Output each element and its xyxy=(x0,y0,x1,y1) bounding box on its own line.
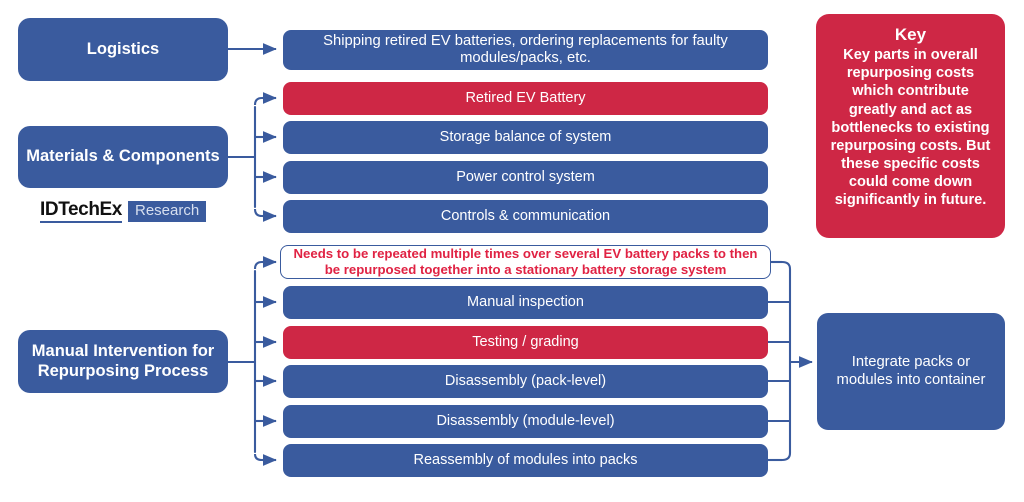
key-body-text: Key parts in overall repurposing costs w… xyxy=(830,47,991,208)
materials-item-power-control[interactable]: Power control system xyxy=(283,161,768,194)
manual-item-disassembly-pack-level-label: Disassembly (pack-level) xyxy=(444,372,607,389)
category-logistics[interactable]: Logistics xyxy=(18,18,228,81)
materials-item-retired-ev-battery[interactable]: Retired EV Battery xyxy=(283,82,768,115)
manual-item-manual-inspection[interactable]: Manual inspection xyxy=(283,286,768,319)
key-legend-box: Key Key parts in overall repurposing cos… xyxy=(816,14,1005,238)
materials-item-storage-balance-label: Storage balance of system xyxy=(439,128,612,145)
logistics-item-shipping-label: Shipping retired EV batteries, ordering … xyxy=(323,32,728,66)
category-manual-intervention[interactable]: Manual Intervention for Repurposing Proc… xyxy=(18,330,228,393)
materials-item-retired-ev-battery-label: Retired EV Battery xyxy=(465,89,586,106)
output-integrate-packs-label: Integrate packs or modules into containe… xyxy=(836,354,986,388)
materials-item-storage-balance[interactable]: Storage balance of system xyxy=(283,121,768,154)
category-logistics-label: Logistics xyxy=(86,39,160,58)
key-title: Key xyxy=(894,25,927,44)
idtechex-logo-research-tag: Research xyxy=(127,201,207,222)
manual-item-disassembly-module-level[interactable]: Disassembly (module-level) xyxy=(283,405,768,438)
manual-note-repeat-multiple-times[interactable]: Needs to be repeated multiple times over… xyxy=(280,245,771,279)
manual-item-testing-grading-label: Testing / grading xyxy=(472,333,579,350)
manual-item-reassembly-label: Reassembly of modules into packs xyxy=(413,451,638,468)
category-materials-label: Materials & Components xyxy=(26,147,220,166)
manual-item-disassembly-module-level-label: Disassembly (module-level) xyxy=(436,412,615,429)
manual-item-reassembly-modules-into-packs[interactable]: Reassembly of modules into packs xyxy=(283,444,768,477)
output-integrate-packs[interactable]: Integrate packs or modules into containe… xyxy=(817,313,1005,430)
materials-item-controls-communication[interactable]: Controls & communication xyxy=(283,200,768,233)
idtechex-logo[interactable]: IDTechEx Research xyxy=(40,200,207,223)
category-manual-intervention-label: Manual Intervention for Repurposing Proc… xyxy=(31,342,215,380)
logistics-item-shipping[interactable]: Shipping retired EV batteries, ordering … xyxy=(283,30,768,70)
manual-item-disassembly-pack-level[interactable]: Disassembly (pack-level) xyxy=(283,365,768,398)
category-materials[interactable]: Materials & Components xyxy=(18,126,228,188)
manual-note-label: Needs to be repeated multiple times over… xyxy=(293,246,758,277)
materials-item-power-control-label: Power control system xyxy=(456,168,595,185)
manual-item-testing-grading[interactable]: Testing / grading xyxy=(283,326,768,359)
materials-item-controls-communication-label: Controls & communication xyxy=(440,207,611,224)
manual-item-manual-inspection-label: Manual inspection xyxy=(467,293,584,310)
idtechex-logo-wordmark: IDTechEx xyxy=(40,200,122,223)
